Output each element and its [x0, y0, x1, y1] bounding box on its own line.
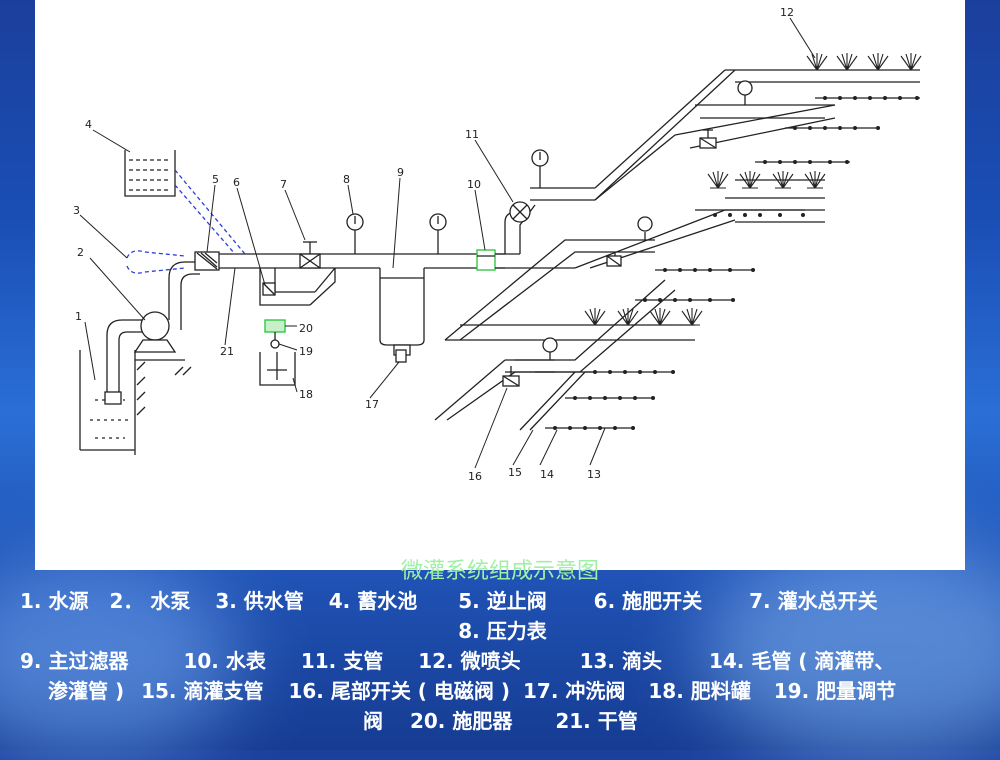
fertilizer-tank	[259, 352, 296, 386]
legend-item: 19. 肥量调节	[773, 679, 897, 703]
label-17: 17	[365, 398, 379, 411]
legend-item: 8. 压力表	[458, 619, 547, 643]
legend-item: 11. 支管	[300, 649, 384, 673]
legend-item: 18. 肥料罐	[648, 679, 751, 703]
background-glow-right	[700, 540, 1000, 760]
label-2: 2	[77, 246, 84, 259]
legend-item: 渗灌管 )	[48, 679, 125, 703]
fertilizer-injector	[264, 319, 286, 333]
legend-item: 12. 微喷头	[418, 649, 521, 673]
legend-line-4: 渗灌管 ) 15. 滴灌支管 16. 尾部开关 ( 电磁阀 ) 17. 冲洗阀 …	[20, 676, 985, 706]
legend-item: 13. 滴头	[579, 649, 662, 673]
legend-line-2: 8. 压力表	[20, 616, 985, 646]
legend-item: 7. 灌水总开关	[749, 589, 878, 613]
legend: 1. 水源 2． 水泵 3. 供水管 4. 蓄水池 5. 逆止阀 6. 施肥开关…	[20, 586, 985, 736]
legend-item: 阀	[363, 709, 383, 733]
reservoir	[124, 150, 176, 197]
legend-item: 15. 滴灌支管	[141, 679, 264, 703]
diagram-caption: 微灌系统组成示意图	[400, 559, 599, 584]
micro-irrigation-diagram: 1 2 3 4 5 6 7 8 9 10 11 12 13 14 15 16 1…	[73, 6, 922, 483]
label-8: 8	[343, 173, 350, 186]
legend-line-1: 1. 水源 2． 水泵 3. 供水管 4. 蓄水池 5. 逆止阀 6. 施肥开关…	[20, 586, 985, 616]
label-15: 15	[508, 466, 522, 479]
legend-item: 9. 主过滤器	[20, 649, 129, 673]
label-5: 5	[212, 173, 219, 186]
pump	[140, 311, 170, 341]
label-20: 20	[299, 322, 313, 335]
legend-item: 2． 水泵	[109, 589, 191, 613]
legend-item: 1. 水源	[20, 589, 89, 613]
fertilizer-control-valve	[270, 339, 280, 349]
main-filter	[379, 268, 425, 346]
label-18: 18	[299, 388, 313, 401]
legend-item: 4. 蓄水池	[328, 589, 418, 613]
legend-item: 3. 供水管	[215, 589, 304, 613]
legend-line-3: 9. 主过滤器 10. 水表 11. 支管 12. 微喷头 13. 滴头 14.…	[20, 646, 985, 676]
water-source-well	[79, 350, 135, 451]
legend-line-5: 阀 20. 施肥器 21. 干管	[20, 706, 985, 736]
micro-sprinkler-group	[584, 53, 922, 326]
label-10: 10	[467, 178, 481, 191]
flush-valve	[395, 349, 407, 363]
legend-item: 14. 毛管 ( 滴灌带、	[708, 649, 895, 673]
label-19: 19	[299, 345, 313, 358]
label-14: 14	[540, 468, 554, 481]
diagram-panel: 1 2 3 4 5 6 7 8 9 10 11 12 13 14 15 16 1…	[35, 0, 965, 570]
label-11: 11	[465, 128, 479, 141]
legend-item: 16. 尾部开关 ( 电磁阀 )	[288, 679, 511, 703]
background-glow-left	[0, 560, 240, 760]
label-9: 9	[397, 166, 404, 179]
legend-item: 17. 冲洗阀	[522, 679, 626, 703]
label-6: 6	[233, 176, 240, 189]
label-3: 3	[73, 204, 80, 217]
legend-item: 6. 施肥开关	[593, 589, 703, 613]
legend-item: 21. 干管	[555, 709, 638, 733]
label-4: 4	[85, 118, 92, 131]
water-meter	[476, 249, 496, 271]
label-21: 21	[220, 345, 234, 358]
label-13: 13	[587, 468, 601, 481]
legend-item: 5. 逆止阀	[458, 589, 547, 613]
label-12: 12	[780, 6, 794, 19]
legend-item: 20. 施肥器	[409, 709, 513, 733]
label-7: 7	[280, 178, 287, 191]
label-1: 1	[75, 310, 82, 323]
label-16: 16	[468, 470, 482, 483]
legend-item: 10. 水表	[183, 649, 266, 673]
